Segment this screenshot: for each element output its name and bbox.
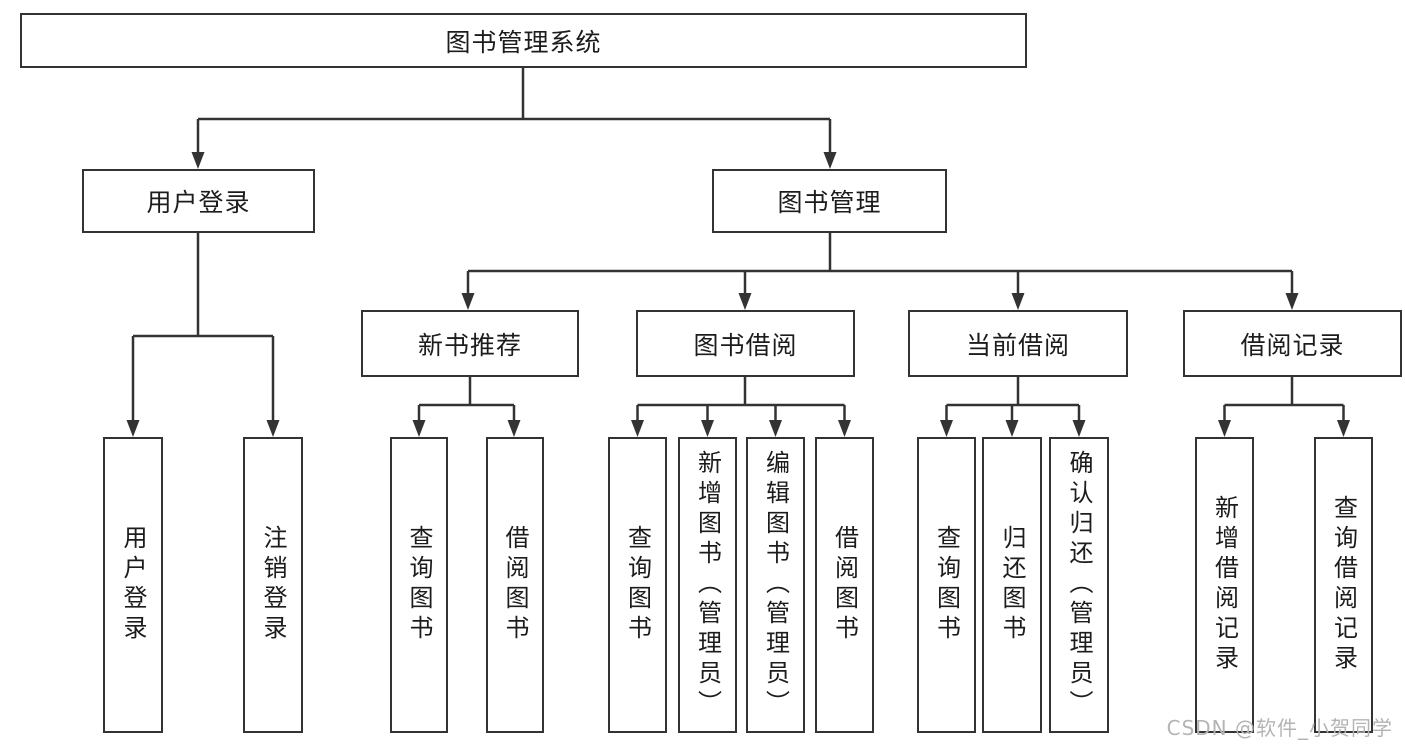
node-borrow-books-recommend: 借阅图书 — [486, 437, 544, 733]
csdn-watermark: CSDN @软件_小贺同学 — [1166, 716, 1393, 740]
node-book-borrowing: 图书借阅 — [636, 310, 855, 377]
node-label: 新增借阅记录 — [1210, 495, 1239, 675]
node-add-borrow-record: 新增借阅记录 — [1195, 437, 1254, 733]
node-borrow-books-leaf: 借阅图书 — [815, 437, 874, 733]
node-label: 编辑图书（管理员） — [761, 450, 790, 720]
node-label: 图书借阅 — [693, 330, 798, 360]
node-label: 确认归还（管理员） — [1065, 450, 1093, 720]
node-return-books: 归还图书 — [982, 437, 1042, 733]
node-query-books-current: 查询图书 — [917, 437, 976, 733]
node-edit-books-admin: 编辑图书（管理员） — [746, 437, 805, 733]
node-label: 用户登录 — [119, 525, 147, 645]
node-library-management-system: 图书管理系统 — [20, 13, 1027, 68]
node-label: 注销登录 — [259, 525, 287, 645]
node-label: 归还图书 — [998, 525, 1026, 645]
node-current-borrowing: 当前借阅 — [908, 310, 1128, 377]
node-label: 图书管理系统 — [445, 27, 602, 57]
node-label: 查询图书 — [623, 525, 652, 645]
node-user-login-branch: 用户登录 — [82, 169, 315, 233]
node-label: 借阅记录 — [1240, 330, 1345, 360]
node-label: 查询图书 — [932, 525, 961, 645]
node-label: 当前借阅 — [965, 330, 1070, 360]
node-query-books-borrowing: 查询图书 — [608, 437, 667, 733]
node-book-management-branch: 图书管理 — [712, 169, 947, 233]
node-label: 新书推荐 — [417, 330, 522, 360]
node-label: 查询图书 — [405, 525, 433, 645]
node-query-borrow-record: 查询借阅记录 — [1314, 437, 1373, 733]
node-label: 借阅图书 — [501, 525, 529, 645]
node-borrow-records: 借阅记录 — [1183, 310, 1402, 377]
node-user-login-leaf: 用户登录 — [103, 437, 163, 733]
node-label: 查询借阅记录 — [1329, 495, 1358, 675]
node-label: 新增图书（管理员） — [693, 450, 722, 720]
node-label: 借阅图书 — [830, 525, 859, 645]
node-query-books-recommend: 查询图书 — [390, 437, 448, 733]
node-label: 用户登录 — [146, 188, 251, 217]
node-confirm-return-admin: 确认归还（管理员） — [1049, 437, 1109, 733]
node-logout-leaf: 注销登录 — [243, 437, 303, 733]
node-new-book-recommendation: 新书推荐 — [361, 310, 579, 377]
node-label: 图书管理 — [777, 188, 882, 217]
node-add-books-admin: 新增图书（管理员） — [678, 437, 737, 733]
